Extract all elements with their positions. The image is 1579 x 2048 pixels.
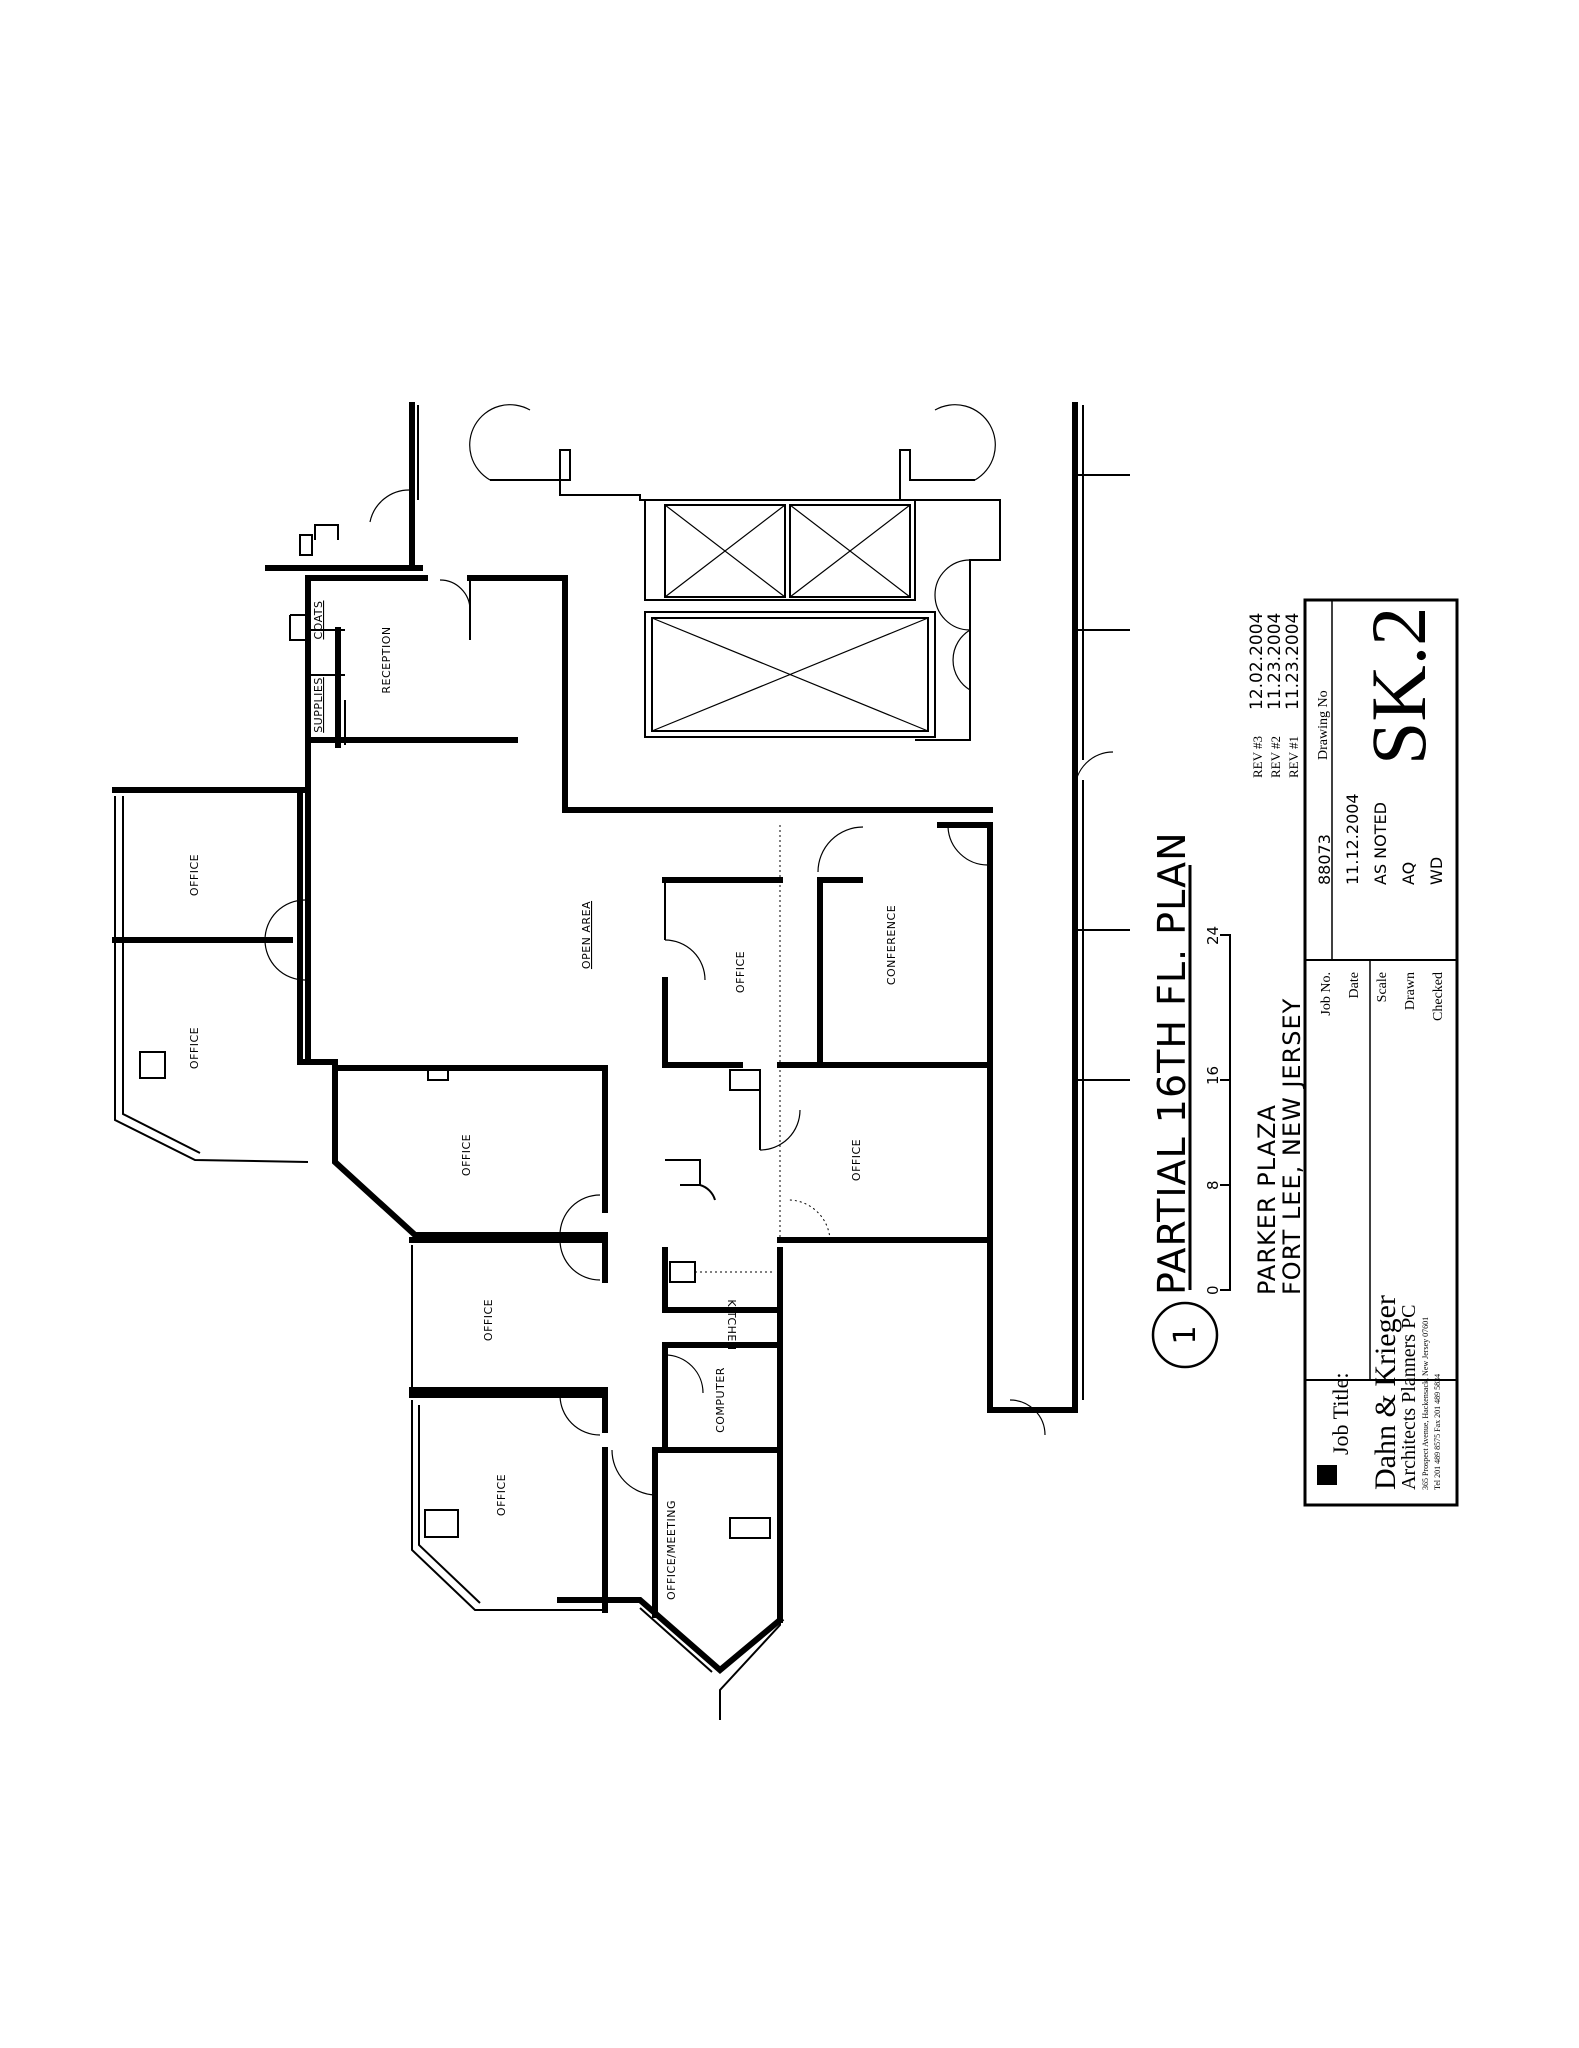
rev-3-label: REV #3 [1250,736,1265,778]
room-label-office-n: OFFICE [188,1027,201,1069]
rev-1-date: 11.23.2004 [1283,613,1303,710]
job-no-label: Job No. [1319,972,1334,1016]
room-label-computer: COMPUTER [714,1367,727,1433]
drawing-no-value: SK.2 [1355,607,1442,765]
scale-bar: 0 8 16 24 [1204,926,1231,1295]
room-labels: OFFICE OFFICE OPEN AREA RECEPTION SUPPLI… [188,600,898,1600]
title-block: Job Title: Dahn & Krieger Architects Pla… [1303,598,1459,1507]
drawn-label: Drawn [1403,972,1418,1010]
room-label-reception: RECEPTION [380,626,393,693]
firm-address: 365 Prospect Avenue, Hackensack, New Jer… [1421,1317,1430,1490]
title-block-border [1303,598,1459,1507]
plan-title-text: PARTIAL 16TH FL. PLAN [1150,831,1194,1295]
firm-phone: Tel 201 489 8575 Fax 201 489 5834 [1433,1374,1442,1490]
room-label-open-area: OPEN AREA [580,901,593,969]
room-label-office-mid1: OFFICE [460,1134,473,1176]
room-label-supplies: SUPPLIES [312,677,325,733]
job-no-value: 88073 [1315,834,1334,885]
revision-block: REV #3 12.02.2004 REV #2 11.23.2004 REV … [1247,613,1303,778]
room-label-office-east: OFFICE [850,1139,863,1181]
job-title-square-icon [1317,1465,1337,1485]
scale-tick-8: 8 [1204,1180,1222,1190]
date-label: Date [1347,972,1362,998]
firm-name: Dahn & Krieger [1369,1295,1402,1490]
scale-tick-16: 16 [1204,1066,1222,1085]
room-label-office-ne: OFFICE [188,854,201,896]
building-name: PARKER PLAZA [1253,1104,1281,1295]
scale-tick-24: 24 [1204,926,1222,945]
drawn-value: AQ [1399,862,1418,885]
rev-3-date: 12.02.2004 [1247,613,1267,710]
job-title-label: Job Title: [1328,1372,1353,1455]
room-label-office-meeting: OFFICE/MEETING [665,1500,678,1600]
checked-value: WD [1427,857,1446,885]
date-value: 11.12.2004 [1343,793,1362,885]
scale-tick-0: 0 [1204,1285,1222,1295]
plan-title: 1 PARTIAL 16TH FL. PLAN 0 8 16 24 PARKER… [1150,831,1306,1369]
scale-value: AS NOTED [1371,802,1390,885]
room-label-office-inner: OFFICE [734,951,747,993]
checked-label: Checked [1431,972,1446,1021]
scale-label: Scale [1375,972,1390,1002]
building-location: FORT LEE, NEW JERSEY [1278,998,1306,1295]
plan-marker-number: 1 [1168,1325,1203,1344]
rev-2-label: REV #2 [1268,736,1283,778]
room-label-office-mid3: OFFICE [495,1474,508,1516]
rev-2-date: 11.23.2004 [1265,613,1285,710]
plan-marker-circle [1151,1301,1219,1369]
drawing-no-label: Drawing No [1316,690,1331,760]
room-label-office-mid2: OFFICE [482,1299,495,1341]
room-label-coats: COATS [312,600,325,639]
rev-1-label: REV #1 [1286,736,1301,778]
room-label-kitchen: KITCHEN [725,1299,738,1350]
floor-plan [112,402,1130,1720]
room-label-conference: CONFERENCE [885,905,898,985]
firm-subtitle: Architects Planners PC [1398,1304,1420,1490]
